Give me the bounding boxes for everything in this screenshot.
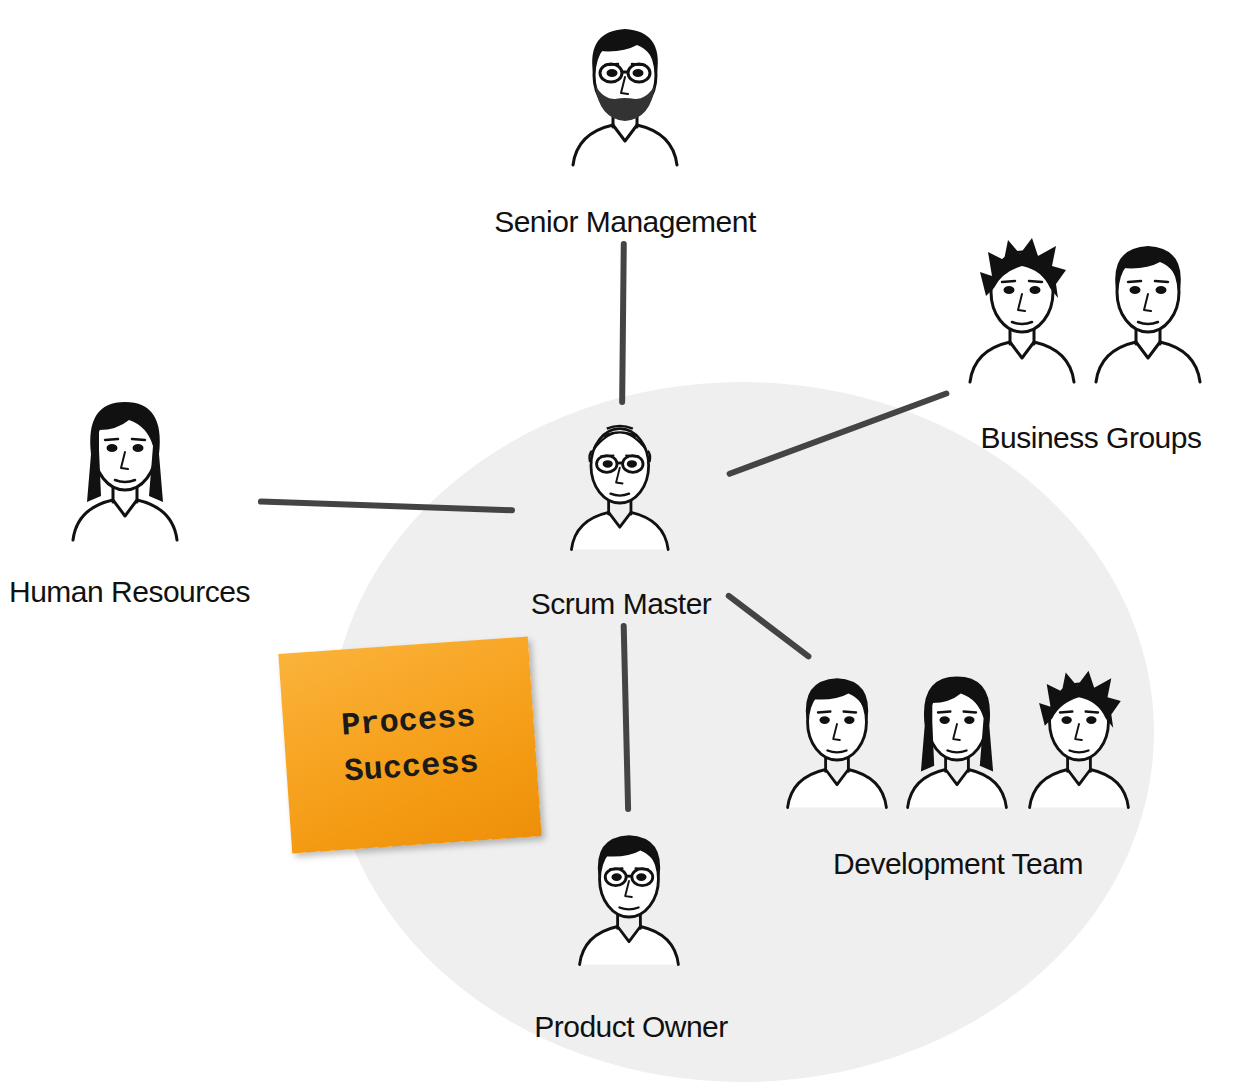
connector-stroke — [622, 244, 624, 402]
connector-stroke — [624, 626, 628, 809]
role-node: Product Owner — [520, 815, 742, 1043]
developer-portrait — [788, 678, 887, 807]
role-node: Business Groups — [952, 226, 1230, 454]
business-portrait — [970, 238, 1074, 382]
developer-portrait — [908, 676, 1007, 807]
role-label: Development Team — [833, 847, 1083, 880]
connector-stroke — [730, 394, 947, 474]
role-label: Senior Management — [494, 205, 756, 238]
connector-line — [261, 502, 512, 511]
hr-portrait — [73, 402, 177, 540]
scrum-master-portrait — [571, 426, 668, 550]
role-node: Senior Management — [480, 10, 770, 238]
role-label: Scrum Master — [531, 587, 712, 620]
connector-stroke — [261, 502, 512, 511]
connector-line — [624, 626, 628, 809]
connector-stroke — [729, 596, 809, 656]
sticky-note: Process Success — [278, 637, 541, 854]
role-label: Human Resources — [9, 575, 250, 608]
note-text: Process Success — [302, 691, 518, 798]
role-node: Scrum Master — [518, 408, 724, 620]
developer-portrait — [1030, 671, 1129, 808]
senior-portrait — [573, 29, 677, 165]
role-node: Development Team — [772, 660, 1144, 880]
role-label: Business Groups — [981, 421, 1202, 454]
connector-line — [729, 596, 809, 656]
role-label: Product Owner — [534, 1010, 728, 1043]
role-node: Human Resources — [4, 386, 255, 608]
connector-line — [730, 394, 947, 474]
business-portrait — [1096, 246, 1200, 382]
product-owner-portrait — [580, 835, 679, 964]
connector-line — [622, 244, 624, 402]
